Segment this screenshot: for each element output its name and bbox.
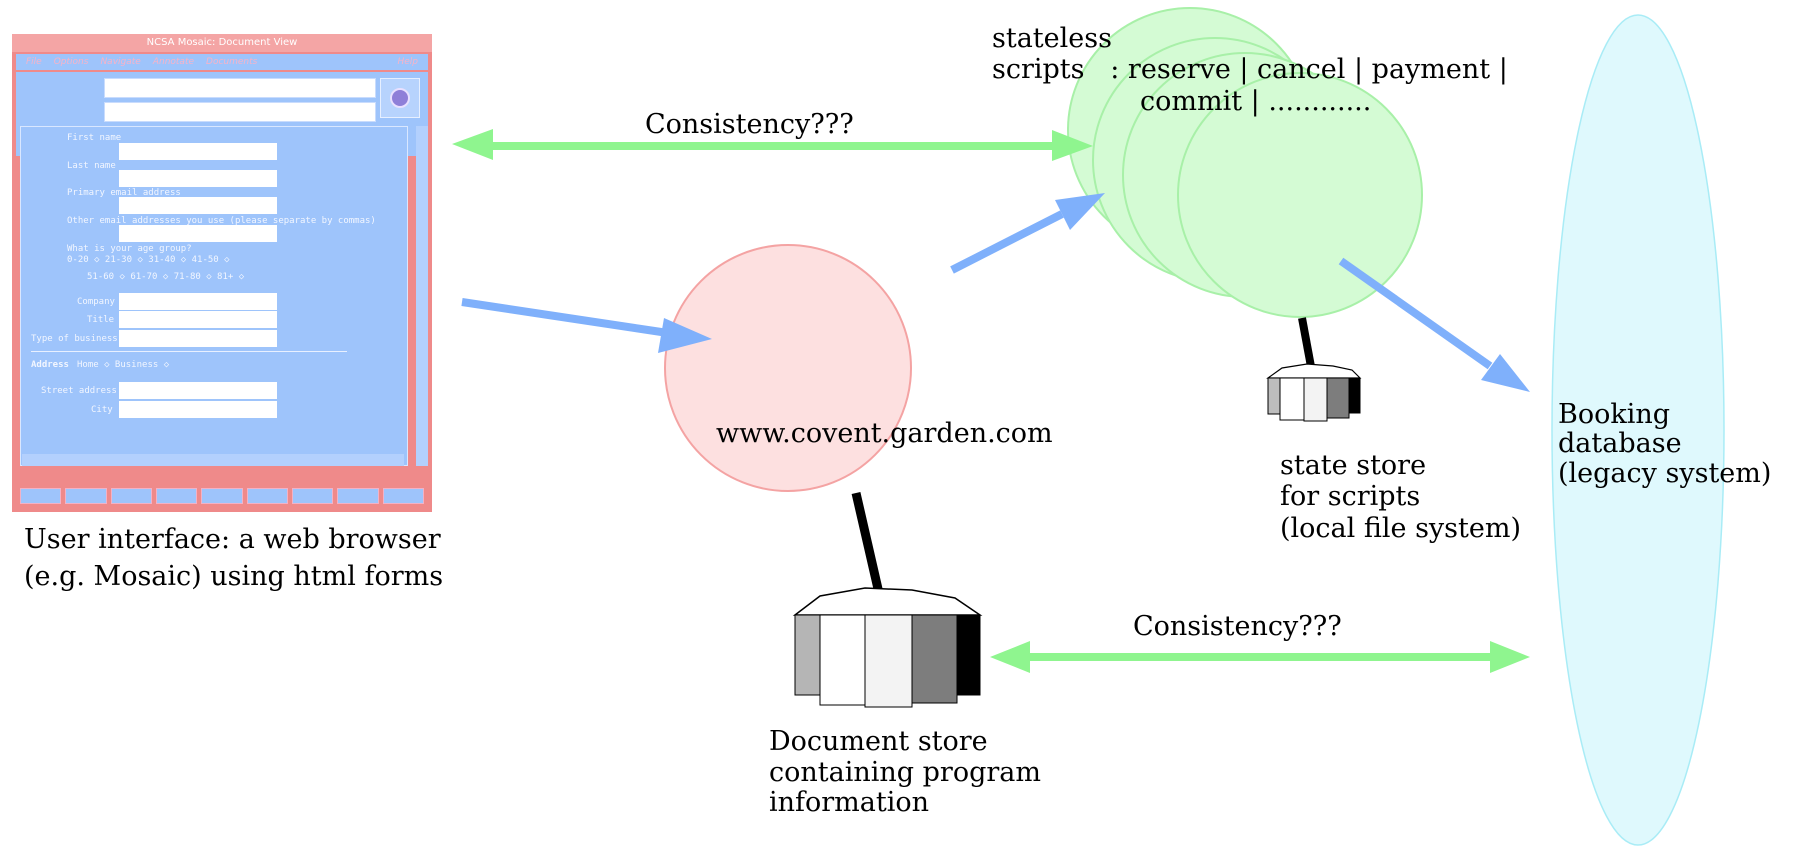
nav-button[interactable] [201, 488, 243, 504]
script-circle [1177, 72, 1423, 318]
scripts-label-line2: scripts : reserve | cancel | payment | [992, 54, 1508, 85]
first-name-field[interactable] [119, 143, 277, 160]
globe-icon[interactable] [380, 78, 420, 118]
title-label: Title [87, 315, 115, 325]
last-name-label: Last name [67, 161, 116, 171]
consistency-arrow-bottom [990, 641, 1530, 673]
browser-title: NCSA Mosaic: Document View [12, 34, 432, 52]
nav-button[interactable] [382, 488, 424, 504]
server-circle [664, 244, 912, 492]
first-name-label: First name [67, 133, 122, 143]
company-field[interactable] [119, 293, 277, 310]
city-label: City [91, 405, 113, 415]
nav-button[interactable] [155, 488, 198, 504]
age-options-row1[interactable]: 0-20 ◇ 21-30 ◇ 31-40 ◇ 41-50 ◇ [67, 255, 230, 265]
server-to-scripts-arrow [950, 193, 1105, 274]
menu-options[interactable]: Options [53, 57, 89, 67]
nav-button[interactable] [65, 488, 107, 504]
menu-file[interactable]: File [26, 57, 42, 67]
state-store-icon [1266, 363, 1362, 422]
doc-store-label-line1: Document store [769, 726, 988, 757]
type-of-business-field[interactable] [119, 330, 277, 347]
consistency-arrow-top [452, 129, 1093, 161]
document-store-icon [792, 587, 983, 708]
browser-button-row [20, 488, 424, 504]
address-options[interactable]: Home ◇ Business ◇ [77, 360, 170, 370]
last-name-field[interactable] [119, 170, 277, 187]
title-field-form[interactable] [119, 311, 277, 328]
menu-help[interactable]: Help [397, 57, 418, 67]
booking-label-line1: Booking [1558, 399, 1670, 430]
menu-documents[interactable]: Documents [206, 57, 258, 67]
browser-to-server-arrow [461, 298, 712, 353]
booking-database-ellipse [1551, 14, 1725, 846]
ui-label-line2: (e.g. Mosaic) using html forms [24, 561, 443, 592]
doc-store-label-line3: information [769, 787, 929, 818]
vertical-scrollbar[interactable] [416, 126, 428, 466]
age-options-row2[interactable]: 51-60 ◇ 61-70 ◇ 71-80 ◇ 81+ ◇ [87, 272, 245, 282]
state-store-label-line1: state store [1280, 450, 1426, 481]
form-content: First name Last name Primary email addre… [20, 126, 408, 466]
menu-navigate[interactable]: Navigate [100, 57, 141, 67]
nav-button[interactable] [337, 488, 379, 504]
state-store-label-line2: for scripts [1280, 481, 1420, 512]
browser-menubar: File Options Navigate Annotate Documents… [16, 54, 428, 70]
horizontal-scrollbar[interactable] [22, 454, 404, 466]
booking-label-line2: database [1558, 428, 1682, 459]
primary-email-label: Primary email address [67, 188, 181, 198]
url-field[interactable] [104, 102, 376, 122]
browser-window: NCSA Mosaic: Document View File Options … [12, 34, 432, 512]
consistency-bottom-label: Consistency??? [1133, 611, 1342, 642]
menu-annotate[interactable]: Annotate [152, 57, 195, 67]
scripts-stack [1067, 7, 1423, 318]
title-field[interactable] [104, 78, 376, 98]
age-group-label: What is your age group? [67, 244, 192, 254]
other-email-label: Other email addresses you use (please se… [67, 216, 376, 226]
company-label: Company [77, 297, 115, 307]
street-address-label: Street address [41, 386, 117, 396]
ui-label-line1: User interface: a web browser [24, 524, 441, 555]
address-label: Address [31, 360, 69, 370]
nav-button[interactable] [291, 488, 334, 504]
scripts-label-line3: commit | ............ [1140, 86, 1371, 117]
primary-email-field[interactable] [119, 197, 277, 214]
server-label: www.covent.garden.com [716, 418, 1053, 449]
type-of-business-label: Type of business [31, 334, 118, 344]
form-divider [31, 351, 347, 352]
nav-button[interactable] [110, 488, 152, 504]
other-email-field[interactable] [119, 225, 277, 242]
scripts-to-booking-arrow [1338, 257, 1530, 392]
state-store-label-line3: (local file system) [1280, 513, 1521, 544]
city-field[interactable] [119, 401, 277, 418]
nav-button[interactable] [246, 488, 288, 504]
consistency-top-label: Consistency??? [645, 109, 854, 140]
nav-button[interactable] [20, 488, 62, 504]
scripts-label-line1: stateless [992, 23, 1112, 54]
booking-label-line3: (legacy system) [1558, 458, 1771, 489]
scripts-to-statestore-line [1298, 317, 1316, 373]
doc-store-label-line2: containing program [769, 757, 1041, 788]
street-address-field[interactable] [119, 382, 277, 399]
